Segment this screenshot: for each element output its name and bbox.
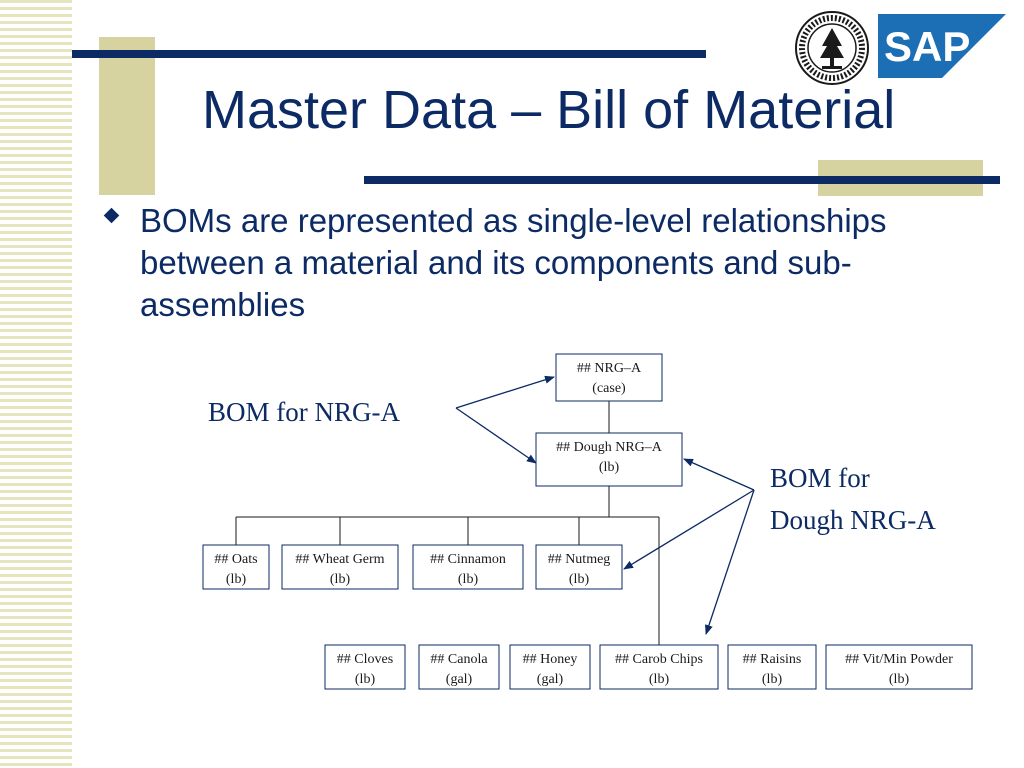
- node-honey: ## Honey (gal): [509, 644, 591, 690]
- node-label-honey: ## Honey: [523, 652, 578, 667]
- node-label-cinnamon: ## Cinnamon: [430, 552, 506, 567]
- node-box-carob-chips: [599, 644, 719, 690]
- node-oats: ## Oats (lb): [202, 544, 270, 590]
- node-unit-carob-chips: (lb): [649, 672, 670, 687]
- node-box-cinnamon: [412, 544, 524, 590]
- node-label-vit-min: ## Vit/Min Powder: [845, 652, 953, 667]
- callout-arrow-bom-dough-nutmeg: [623, 489, 755, 570]
- callout-bom-nrg-a: BOM for NRG-A: [208, 375, 555, 464]
- node-label-cloves: ## Cloves: [337, 652, 393, 667]
- callout-arrow-bom-nrg-a-dough: [455, 407, 537, 464]
- node-box-nrg-a: [555, 353, 663, 402]
- node-label-nutmeg: ## Nutmeg: [548, 552, 611, 567]
- title-bar-bottom: [364, 176, 1000, 184]
- bullet-text: BOMs are represented as single-level rel…: [140, 202, 887, 323]
- title-bar-top: [72, 50, 706, 58]
- node-label-dough: ## Dough NRG–A: [556, 440, 663, 455]
- sap-logo-text: SAP: [884, 23, 970, 70]
- sap-logo: SAP: [878, 14, 1006, 78]
- node-carob-chips: ## Carob Chips (lb): [599, 644, 719, 690]
- node-box-wheat-germ: [281, 544, 399, 590]
- node-box-honey: [509, 644, 591, 690]
- callout-arrow-bom-nrg-a-nrg-a: [455, 375, 555, 409]
- node-unit-cinnamon: (lb): [458, 572, 479, 587]
- node-label-canola: ## Canola: [430, 652, 488, 667]
- node-unit-wheat-germ: (lb): [330, 572, 351, 587]
- node-label-raisins: ## Raisins: [743, 652, 802, 667]
- node-label-wheat-germ: ## Wheat Germ: [295, 552, 384, 567]
- node-raisins: ## Raisins (lb): [727, 644, 817, 690]
- callout-arrow-bom-dough-carob-chips: [705, 489, 755, 635]
- node-nrg-a: ## NRG–A (case): [555, 353, 663, 402]
- node-unit-honey: (gal): [537, 672, 564, 687]
- node-box-canola: [418, 644, 500, 690]
- node-box-raisins: [727, 644, 817, 690]
- node-box-oats: [202, 544, 270, 590]
- striped-margin: [0, 0, 72, 768]
- callout-arrow-bom-dough-dough: [683, 458, 755, 491]
- node-box-dough: [535, 432, 683, 487]
- node-box-cloves: [324, 644, 406, 690]
- node-unit-nrg-a: (case): [592, 381, 626, 396]
- node-unit-dough: (lb): [599, 460, 620, 475]
- node-box-vit-min: [825, 644, 973, 690]
- callout-text-bom-nrg-a-0: BOM for NRG-A: [208, 397, 400, 427]
- node-box-nutmeg: [535, 544, 623, 590]
- node-dough: ## Dough NRG–A (lb): [535, 432, 683, 487]
- university-seal-logo: [795, 11, 869, 85]
- node-vit-min: ## Vit/Min Powder (lb): [825, 644, 973, 690]
- node-unit-canola: (gal): [446, 672, 473, 687]
- node-unit-oats: (lb): [226, 572, 247, 587]
- node-canola: ## Canola (gal): [418, 644, 500, 690]
- node-label-carob-chips: ## Carob Chips: [615, 652, 703, 667]
- callout-text-bom-dough-0: BOM for: [770, 463, 870, 493]
- node-cloves: ## Cloves (lb): [324, 644, 406, 690]
- node-unit-raisins: (lb): [762, 672, 783, 687]
- node-nutmeg: ## Nutmeg (lb): [535, 544, 623, 590]
- node-wheat-germ: ## Wheat Germ (lb): [281, 544, 399, 590]
- node-cinnamon: ## Cinnamon (lb): [412, 544, 524, 590]
- node-unit-nutmeg: (lb): [569, 572, 590, 587]
- callout-text-bom-dough-1: Dough NRG-A: [770, 505, 936, 535]
- node-unit-vit-min: (lb): [889, 672, 910, 687]
- slide-title: Master Data – Bill of Material: [202, 80, 896, 140]
- node-label-oats: ## Oats: [214, 552, 257, 567]
- tan-block-left: [99, 37, 155, 195]
- node-unit-cloves: (lb): [355, 672, 376, 687]
- node-label-nrg-a: ## NRG–A: [577, 361, 642, 376]
